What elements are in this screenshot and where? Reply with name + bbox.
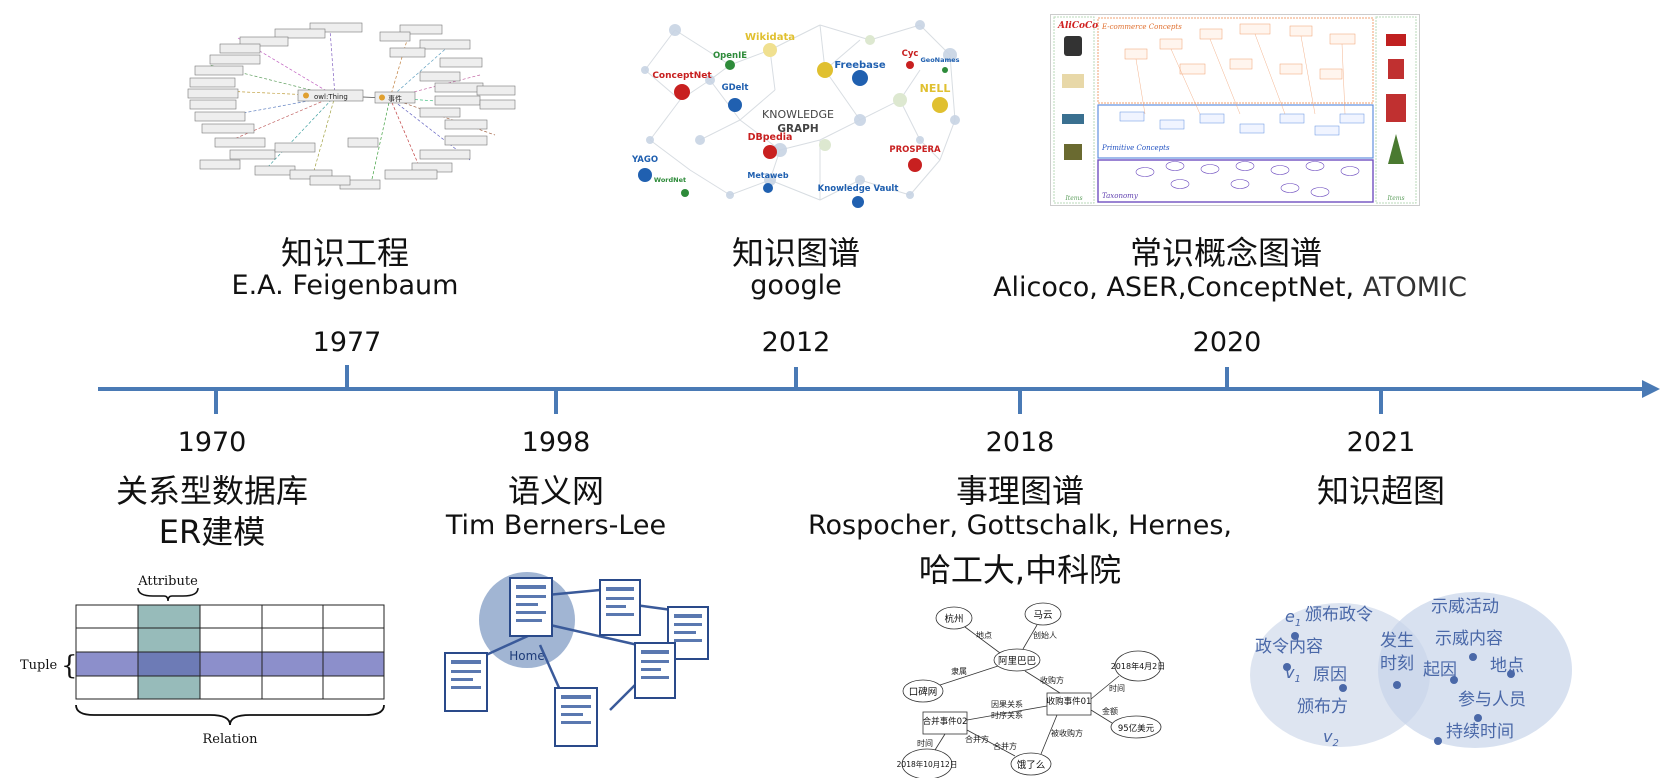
svg-text:owl:Thing: owl:Thing [314,93,348,101]
svg-text:持续时间: 持续时间 [1446,722,1514,742]
svg-text:v2: v2 [1323,727,1339,749]
svg-text:Items: Items [1386,195,1404,202]
svg-text:Items: Items [1064,195,1082,202]
alicoco-figure: AliCoCo E-commerce Concepts Primitive Co… [1050,14,1420,206]
svg-text:v1: v1 [1285,663,1301,685]
svg-text:NELL: NELL [920,82,951,95]
svg-text:ConceptNet: ConceptNet [652,71,712,81]
semantic-web-figure: Home [444,572,709,747]
svg-text:Taxonomy: Taxonomy [1102,192,1139,200]
label-er-modeling: ER建模 [158,513,266,551]
svg-text:隶属: 隶属 [951,666,967,676]
svg-text:WordNet: WordNet [654,176,686,184]
svg-text:示威活动: 示威活动 [1431,597,1499,617]
label-google: google [750,270,842,301]
svg-text:被收购方: 被收购方 [1051,728,1083,738]
svg-text:Tuple: Tuple [20,658,58,673]
label-alicoco-list: Alicoco, ASER,ConceptNet, ATOMIC [960,272,1500,303]
year-2012: 2012 [761,327,831,358]
svg-text:收购事件01: 收购事件01 [1047,696,1092,707]
svg-text:收购方: 收购方 [1040,675,1064,685]
svg-text:颁布方: 颁布方 [1297,697,1348,717]
knowledge-graph-figure: OpenIE Wikidata ConceptNet Freebase Cyc … [631,20,960,208]
svg-text:事件: 事件 [388,94,402,103]
label-relational-db: 关系型数据库 [115,472,308,510]
svg-text:金额: 金额 [1102,706,1118,716]
label-knowledge-engineering: 知识工程 [280,234,409,272]
svg-text:因果关系: 因果关系 [991,699,1023,709]
svg-text:Relation: Relation [203,732,259,747]
year-2018: 2018 [985,427,1055,458]
svg-text:Attribute: Attribute [137,574,198,589]
label-semantic-web: 语义网 [507,472,604,510]
svg-text:时间: 时间 [1109,683,1125,693]
label-event-graph: 事理图谱 [955,472,1084,510]
svg-text:政令内容: 政令内容 [1255,637,1323,657]
svg-text:2018年10月12日: 2018年10月12日 [897,759,958,769]
svg-text:e1: e1 [1285,607,1301,629]
svg-text:时序关系: 时序关系 [991,710,1023,720]
svg-text:OpenIE: OpenIE [713,51,747,61]
svg-text:KNOWLEDGE: KNOWLEDGE [762,108,834,121]
hypergraph-figure: 颁布政令 政令内容 原因 颁布方 发生 时刻 示威活动 示威内容 起因 地点 参… [1250,592,1572,749]
svg-text:合并方: 合并方 [993,741,1017,751]
svg-text:Wikidata: Wikidata [745,32,795,43]
label-event-institutions: 哈工大,中科院 [918,551,1122,589]
svg-text:饿了么: 饿了么 [1017,759,1046,771]
svg-text:Knowledge Vault: Knowledge Vault [818,184,899,194]
label-commonsense-graph: 常识概念图谱 [1129,234,1322,272]
svg-text:Home: Home [509,649,544,663]
svg-text:时刻: 时刻 [1380,654,1414,674]
svg-text:Metaweb: Metaweb [747,171,788,180]
svg-text:Cyc: Cyc [902,49,919,59]
year-1970: 1970 [177,427,247,458]
svg-text:GRAPH: GRAPH [777,123,818,135]
label-berners-lee: Tim Berners-Lee [445,510,667,541]
svg-text:马云: 马云 [1033,610,1052,621]
svg-text:创始人: 创始人 [1033,630,1057,640]
svg-text:地点: 地点 [976,630,992,640]
ontology-figure: owl:Thing 事件 [187,22,516,190]
svg-text:阿里巴巴: 阿里巴巴 [998,656,1036,667]
alicoco-list-b: ATOMIC [1362,272,1467,303]
svg-text:2018年4月2日: 2018年4月2日 [1111,661,1166,671]
svg-text:原因: 原因 [1313,665,1347,685]
svg-text:YAGO: YAGO [631,155,658,165]
svg-text:Primitive Concepts: Primitive Concepts [1101,144,1170,152]
svg-text:颁布政令: 颁布政令 [1305,605,1373,625]
svg-text:{: { [61,651,78,681]
label-knowledge-graph: 知识图谱 [731,234,860,272]
svg-text:示威内容: 示威内容 [1435,629,1503,649]
year-2020: 2020 [1192,327,1262,358]
svg-text:杭州: 杭州 [944,613,963,625]
year-2021: 2021 [1346,427,1416,458]
svg-text:合并方: 合并方 [965,734,989,744]
label-feigenbaum: E.A. Feigenbaum [231,270,459,301]
svg-text:AliCoCo: AliCoCo [1057,21,1098,31]
svg-text:地点: 地点 [1490,656,1524,676]
relational-table-figure: Attribute Tuple { Relation [20,574,385,747]
svg-text:起因: 起因 [1423,660,1457,680]
svg-text:PROSPERA: PROSPERA [889,145,941,155]
svg-text:E-commerce Concepts: E-commerce Concepts [1101,23,1182,31]
svg-text:GDelt: GDelt [722,83,749,93]
svg-text:Freebase: Freebase [834,60,886,71]
svg-text:合并事件02: 合并事件02 [923,716,968,727]
svg-text:参与人员: 参与人员 [1458,690,1526,710]
svg-text:发生: 发生 [1380,631,1414,651]
svg-text:口碑网: 口碑网 [909,686,938,698]
year-1998: 1998 [521,427,591,458]
alicoco-list-a: Alicoco, ASER,ConceptNet, [993,272,1363,303]
label-event-authors: Rospocher, Gottschalk, Hernes, [807,510,1233,541]
svg-text:时间: 时间 [917,738,933,748]
svg-text:DBpedia: DBpedia [748,132,793,143]
svg-text:95亿美元: 95亿美元 [1118,723,1155,734]
label-knowledge-hypergraph: 知识超图 [1316,472,1445,510]
svg-text:GeoNames: GeoNames [920,56,959,64]
year-1977: 1977 [312,327,382,358]
event-graph-figure: 杭州 马云 阿里巴巴 口碑网 收购事件01 2018年4月2日 合并事件02 9… [897,602,1166,778]
